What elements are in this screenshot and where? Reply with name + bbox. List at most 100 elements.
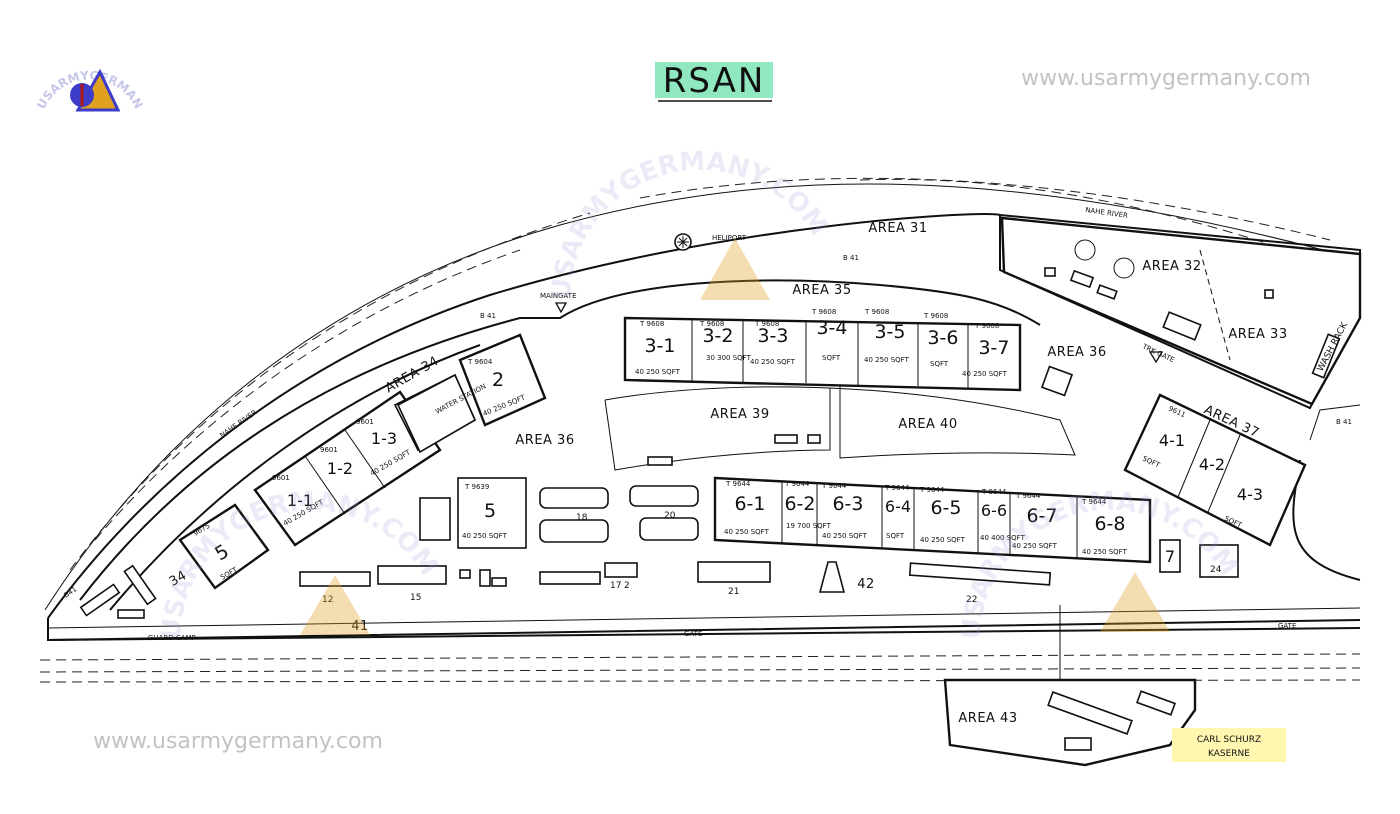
warehouse-4-1-label: 4-1 xyxy=(1159,431,1185,450)
building-12: 12 xyxy=(322,595,333,605)
area-43-block xyxy=(943,605,1197,767)
warehouse-6-3-tag: T 9644 xyxy=(821,482,847,490)
kaserne-line-1: CARL SCHURZ xyxy=(1197,735,1261,745)
warehouse-row-4 xyxy=(1123,393,1307,547)
warehouse-6-8-sqft: 40 250 SQFT xyxy=(1082,548,1128,556)
label-b41-west: B 41 xyxy=(480,312,496,320)
label-area-39: AREA 39 xyxy=(710,407,769,422)
building-15: 15 xyxy=(410,593,421,603)
watermark-triangle-icon xyxy=(700,238,770,300)
label-nahe-river-north: NAHE RIVER xyxy=(1085,206,1129,220)
building-numbers: 12 15 17 2 18 20 21 22 24 xyxy=(322,511,1222,605)
warehouse-3-6-sqft: SQFT xyxy=(930,360,949,368)
warehouse-1-3-tag: 9601 xyxy=(356,418,374,426)
nahe-river xyxy=(44,177,1361,611)
warehouse-3-7-tag: T 9608 xyxy=(974,322,999,330)
warehouse-6-6-sqft: 40 400 SQFT xyxy=(980,534,1026,542)
warehouse-6-3-label: 6-3 xyxy=(832,493,863,515)
warehouse-3-7-label: 3-7 xyxy=(978,337,1009,359)
warehouse-3-3-sqft: 40 250 SQFT xyxy=(750,358,796,366)
warehouse-row-6 xyxy=(713,476,1152,564)
warehouse-6-7-tag: T 9644 xyxy=(1015,492,1041,500)
watermark-stamp-center: USARMYGERMANY.COM xyxy=(547,147,834,301)
warehouse-5-center-sqft: 40 250 SQFT xyxy=(462,532,508,540)
warehouse-6-3-sqft: 40 250 SQFT xyxy=(822,532,868,540)
svg-text:USARMYGERMANY.COM: USARMYGERMANY.COM xyxy=(547,147,834,301)
warehouse-3-3-tag: T 9608 xyxy=(754,320,779,328)
warehouse-6-1-tag: T 9644 xyxy=(725,480,751,488)
building-24: 24 xyxy=(1210,565,1222,575)
watermark-stamp-west: USARMYGERMANY.COM xyxy=(157,487,444,641)
area-32-33-block xyxy=(1000,216,1362,406)
warehouse-6-6-label: 6-6 xyxy=(981,501,1007,520)
warehouse-2-tag: T 9604 xyxy=(467,358,493,366)
warehouse-3-1-tag: T 9608 xyxy=(639,320,664,328)
warehouse-3-5-tag: T 9608 xyxy=(864,308,889,316)
label-gate-east: GATE xyxy=(1278,622,1296,630)
warehouse-4-2-label: 4-2 xyxy=(1199,455,1225,474)
kaserne-line-2: KASERNE xyxy=(1208,749,1250,759)
warehouse-6-2-label: 6-2 xyxy=(784,493,815,515)
label-nahe-river-west: NAHE RIVER xyxy=(219,408,259,439)
warehouse-6-2-tag: T 9644 xyxy=(784,480,810,488)
warehouse-6-8-label: 6-8 xyxy=(1094,513,1125,535)
warehouse-6-7-sqft: 40 250 SQFT xyxy=(1012,542,1058,550)
warehouse-7-label: 7 xyxy=(1165,547,1175,566)
site-logo[interactable]: USARMYGERMANY.COM xyxy=(0,0,146,119)
label-heliport: HELIPORT xyxy=(712,234,747,242)
main-gate-icon xyxy=(554,302,568,314)
warehouse-1-1-label: 1-1 xyxy=(287,491,313,510)
warehouse-3-5-sqft: 40 250 SQFT xyxy=(864,356,910,364)
warehouse-6-5-tag: T 9644 xyxy=(919,486,945,494)
warehouse-3-4-label: 3-4 xyxy=(816,317,847,339)
warehouse-1-1-tag: 9601 xyxy=(272,474,290,482)
building-5-center xyxy=(457,477,527,549)
building-18: 18 xyxy=(576,513,588,523)
label-gate-south: GATE xyxy=(684,630,702,638)
label-area-32: AREA 32 xyxy=(1142,259,1201,274)
warehouse-6-4-label: 6-4 xyxy=(885,497,911,516)
warehouse-5-center-label: 5 xyxy=(484,500,496,522)
warehouse-6-8-tag: T 9644 xyxy=(1081,498,1107,506)
warehouse-3-1-sqft: 40 250 SQFT xyxy=(635,368,681,376)
label-area-33: AREA 33 xyxy=(1228,327,1287,342)
warehouse-3-7-sqft: 40 250 SQFT xyxy=(962,370,1008,378)
label-guard-camp: GUARD CAMP xyxy=(148,634,196,642)
watermark-url-bottom[interactable]: www.usarmygermany.com xyxy=(93,729,383,754)
warehouse-3-4-tag: T 9608 xyxy=(811,308,836,316)
warehouse-6-1-sqft: 40 250 SQFT xyxy=(724,528,770,536)
label-area-31: AREA 31 xyxy=(868,221,927,236)
building-21: 21 xyxy=(728,587,739,597)
label-area-42: 42 xyxy=(857,577,875,592)
label-area-40: AREA 40 xyxy=(898,417,957,432)
watermark-url-top[interactable]: www.usarmygermany.com xyxy=(1021,66,1311,91)
kaserne-label: CARL SCHURZ KASERNE xyxy=(1172,728,1286,762)
warehouse-3-1-label: 3-1 xyxy=(644,335,675,357)
warehouse-6-1-label: 6-1 xyxy=(734,493,765,515)
map-title: RSAN xyxy=(655,61,773,102)
label-area-36-center: AREA 36 xyxy=(515,433,574,448)
warehouse-row-1 xyxy=(253,390,442,547)
warehouse-6-6-tag: T 9644 xyxy=(981,488,1007,496)
warehouse-3-2-label: 3-2 xyxy=(702,325,733,347)
truck-gate-icon xyxy=(1148,351,1164,364)
label-area-35: AREA 35 xyxy=(792,283,851,298)
building-5-west xyxy=(178,503,270,590)
svg-text:USARMYGERMANY.COM: USARMYGERMANY.COM xyxy=(157,487,444,641)
label-area-41: 41 xyxy=(351,619,369,634)
label-main-gate: MAINGATE xyxy=(540,292,577,300)
warehouse-3-6-tag: T 9608 xyxy=(923,312,948,320)
warehouse-3-2-tag: T 9608 xyxy=(699,320,724,328)
building-22: 22 xyxy=(966,595,977,605)
label-area-43: AREA 43 xyxy=(958,711,1017,726)
warehouse-1-3-label: 1-3 xyxy=(371,429,397,448)
warehouse-6-7-label: 6-7 xyxy=(1026,505,1057,527)
label-b41-southwest: B41 xyxy=(63,585,79,599)
label-area-36-east: AREA 36 xyxy=(1047,345,1106,360)
warehouse-1-2-tag: 9601 xyxy=(320,446,338,454)
heliport-icon xyxy=(674,233,692,251)
building-2-small: 2 xyxy=(624,581,630,591)
warehouse-1-2-label: 1-2 xyxy=(327,459,353,478)
warehouse-6-5-sqft: 40 250 SQFT xyxy=(920,536,966,544)
warehouse-3-2-sqft: 30 300 SQFT xyxy=(706,354,752,362)
